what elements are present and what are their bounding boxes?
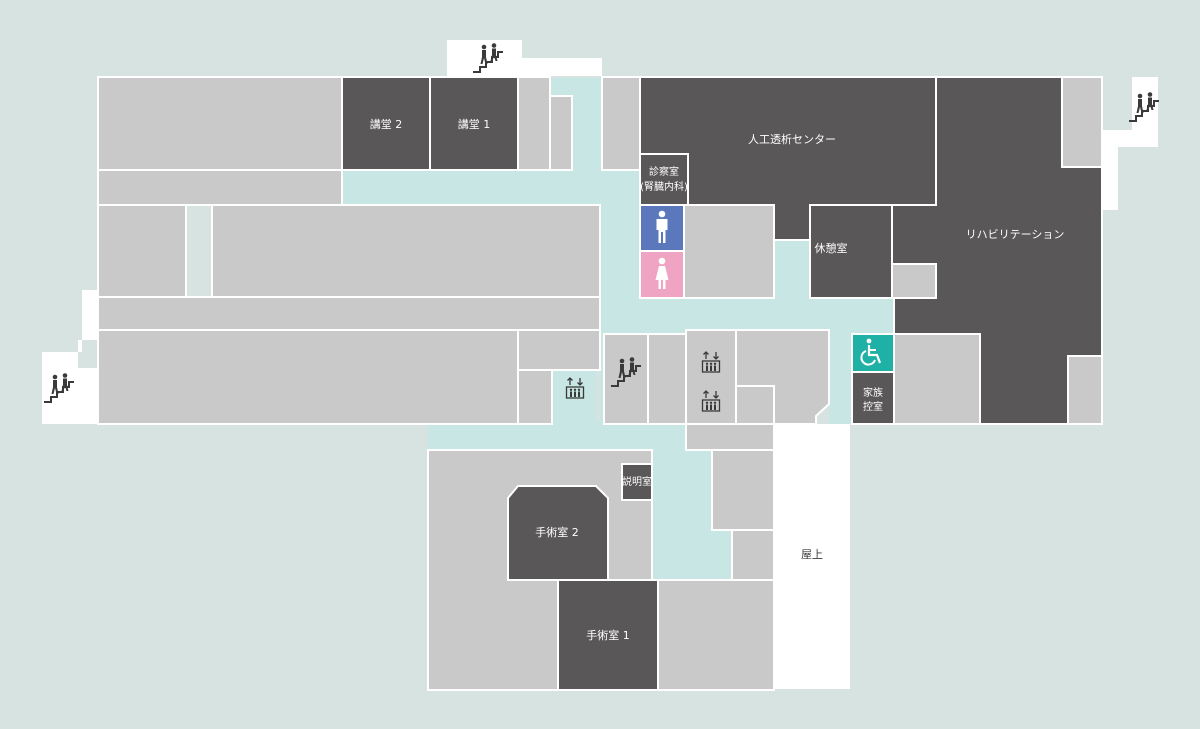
male-toilet-icon <box>656 210 668 243</box>
operating-room-1-label: 手術室 1 <box>586 628 630 642</box>
room <box>731 529 775 581</box>
room <box>1067 355 1103 425</box>
room <box>893 333 981 425</box>
room <box>711 449 775 531</box>
operating-room-2-label: 手術室 2 <box>535 525 579 539</box>
room <box>683 204 775 299</box>
room <box>1061 76 1103 168</box>
room <box>97 204 187 298</box>
room <box>657 579 775 691</box>
rooftop <box>774 424 850 689</box>
room <box>97 296 601 331</box>
consult-room-label: 診察室 <box>649 165 679 178</box>
stairs-exit-left <box>42 290 98 424</box>
lecture-hall-1[interactable] <box>429 76 519 171</box>
explanation-room-label: 説明室 <box>622 475 652 488</box>
corridor <box>774 240 810 300</box>
accessible-toilet[interactable] <box>851 333 895 373</box>
room <box>97 169 343 206</box>
dialysis-center-label: 人工透析センター <box>748 132 836 146</box>
lecture-hall-2[interactable] <box>341 76 431 171</box>
rest-room[interactable] <box>809 204 893 299</box>
explanation-room[interactable] <box>621 463 653 501</box>
family-waiting-label-1: 家族 <box>863 386 883 399</box>
wheelchair-icon <box>860 338 882 366</box>
room <box>211 204 601 298</box>
room <box>647 333 687 425</box>
room <box>601 76 641 171</box>
lecture-hall-1-label: 講堂 1 <box>458 117 491 131</box>
room <box>549 95 573 171</box>
corridor <box>652 440 712 530</box>
consult-dept-label: (腎臓内科) <box>640 180 688 193</box>
stairs-exit-top-ext <box>522 58 602 76</box>
female-toilet-icon <box>655 257 669 289</box>
family-waiting-label-2: 控室 <box>863 400 883 413</box>
room <box>517 369 553 425</box>
stairs-exit-right <box>1102 77 1158 210</box>
rehabilitation[interactable] <box>891 76 1103 425</box>
room <box>685 423 775 451</box>
corridor <box>829 330 853 424</box>
stairs-area <box>603 333 649 425</box>
rehabilitation-label: リハビリテーション <box>966 228 1065 241</box>
room <box>97 76 343 171</box>
rest-room-label: 休憩室 <box>815 241 848 255</box>
room <box>517 329 601 371</box>
lecture-hall-2-label: 講堂 2 <box>370 117 403 131</box>
consult-room[interactable] <box>639 153 689 206</box>
rooftop-label: 屋上 <box>801 548 823 561</box>
room <box>97 329 519 425</box>
corridor <box>600 298 894 334</box>
operating-room-1[interactable] <box>557 579 659 691</box>
room <box>517 76 551 171</box>
